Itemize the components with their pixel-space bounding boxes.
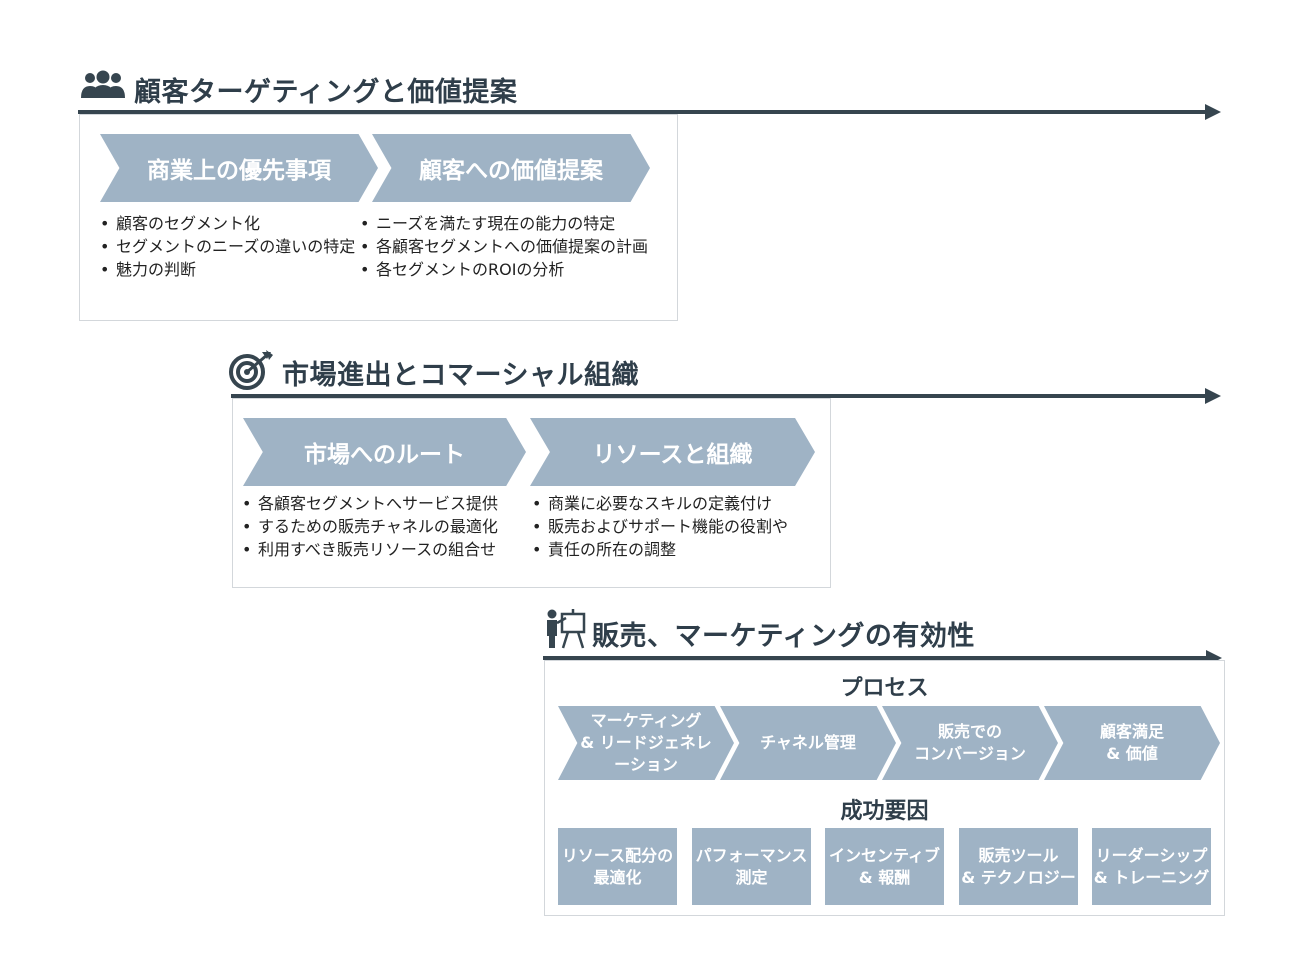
list-item: 顧客のセグメント化: [98, 212, 355, 235]
timeline-arrow-head: [1205, 388, 1221, 404]
section2-bullets-right: 商業に必要なスキルの定義付け 販売およびサポート機能の役割や 責任の所在の調整: [530, 492, 788, 561]
list-item: ニーズを満たす現在の能力の特定: [358, 212, 648, 235]
section2-title: 市場進出とコマーシャル組織: [282, 360, 639, 391]
chevron-customer-value: 顧客への価値提案: [372, 134, 650, 202]
chevron-label: マーケティング & リードジェネレ ーション: [580, 711, 712, 774]
people-group-icon: [80, 70, 126, 100]
timeline-arrow: [78, 110, 1206, 114]
list-item: 販売およびサポート機能の役割や: [530, 515, 788, 538]
target-arrow-icon: [229, 350, 273, 390]
timeline-arrow-head: [1205, 104, 1221, 120]
chevron-sales-conversion: 販売での コンバージョン: [882, 706, 1058, 780]
tile-label: 販売ツール & テクノロジー: [961, 845, 1076, 887]
section1-bullets-right: ニーズを満たす現在の能力の特定 各顧客セグメントへの価値提案の計画 各セグメント…: [358, 212, 648, 281]
list-item: セグメントのニーズの違いの特定: [98, 235, 355, 258]
chevron-label: 販売での コンバージョン: [914, 722, 1026, 763]
chevron-commercial-priorities: 商業上の優先事項: [100, 134, 378, 202]
factor-performance-measurement: パフォーマンス 測定: [692, 828, 811, 905]
tile-label: リソース配分の 最適化: [561, 845, 674, 887]
factor-leadership-training: リーダーシップ & トレーニング: [1092, 828, 1211, 905]
list-item: 各顧客セグメントへサービス提供: [240, 492, 498, 515]
section2-bullets-left: 各顧客セグメントへサービス提供 するための販売チャネルの最適化 利用すべき販売リ…: [240, 492, 498, 561]
list-item: するための販売チャネルの最適化: [240, 515, 498, 538]
list-item: 商業に必要なスキルの定義付け: [530, 492, 788, 515]
chevron-channel-management: チャネル管理: [720, 706, 896, 780]
chevron-route-to-market: 市場へのルート: [243, 418, 526, 486]
list-item: 利用すべき販売リソースの組合せ: [240, 538, 498, 561]
tile-label: インセンティブ & 報酬: [828, 845, 941, 887]
presenter-board-icon: [544, 608, 586, 650]
factor-sales-tools-technology: 販売ツール & テクノロジー: [959, 828, 1078, 905]
chevron-customer-satisfaction: 顧客満足 & 価値: [1044, 706, 1220, 780]
timeline-arrow: [231, 394, 1206, 398]
list-item: 魅力の判断: [98, 258, 355, 281]
list-item: 各セグメントのROIの分析: [358, 258, 648, 281]
list-item: 各顧客セグメントへの価値提案の計画: [358, 235, 648, 258]
section3-title: 販売、マーケティングの有効性: [592, 621, 975, 652]
list-item: 責任の所在の調整: [530, 538, 788, 561]
chevron-resources-organization: リソースと組織: [530, 418, 815, 486]
factor-resource-allocation: リソース配分の 最適化: [558, 828, 677, 905]
chevron-label: チャネル管理: [760, 733, 856, 752]
chevron-label: 顧客満足 & 価値: [1099, 722, 1164, 763]
section1-bullets-left: 顧客のセグメント化 セグメントのニーズの違いの特定 魅力の判断: [98, 212, 355, 281]
section1-title: 顧客ターゲティングと価値提案: [134, 77, 518, 108]
timeline-arrow: [543, 656, 1207, 660]
process-title: プロセス: [840, 676, 929, 701]
factor-incentives-rewards: インセンティブ & 報酬: [825, 828, 944, 905]
tile-label: パフォーマンス 測定: [695, 845, 808, 887]
success-factors-title: 成功要因: [840, 799, 929, 824]
chevron-marketing-lead-gen: マーケティング & リードジェネレ ーション: [558, 706, 734, 780]
tile-label: リーダーシップ & トレーニング: [1093, 845, 1210, 887]
